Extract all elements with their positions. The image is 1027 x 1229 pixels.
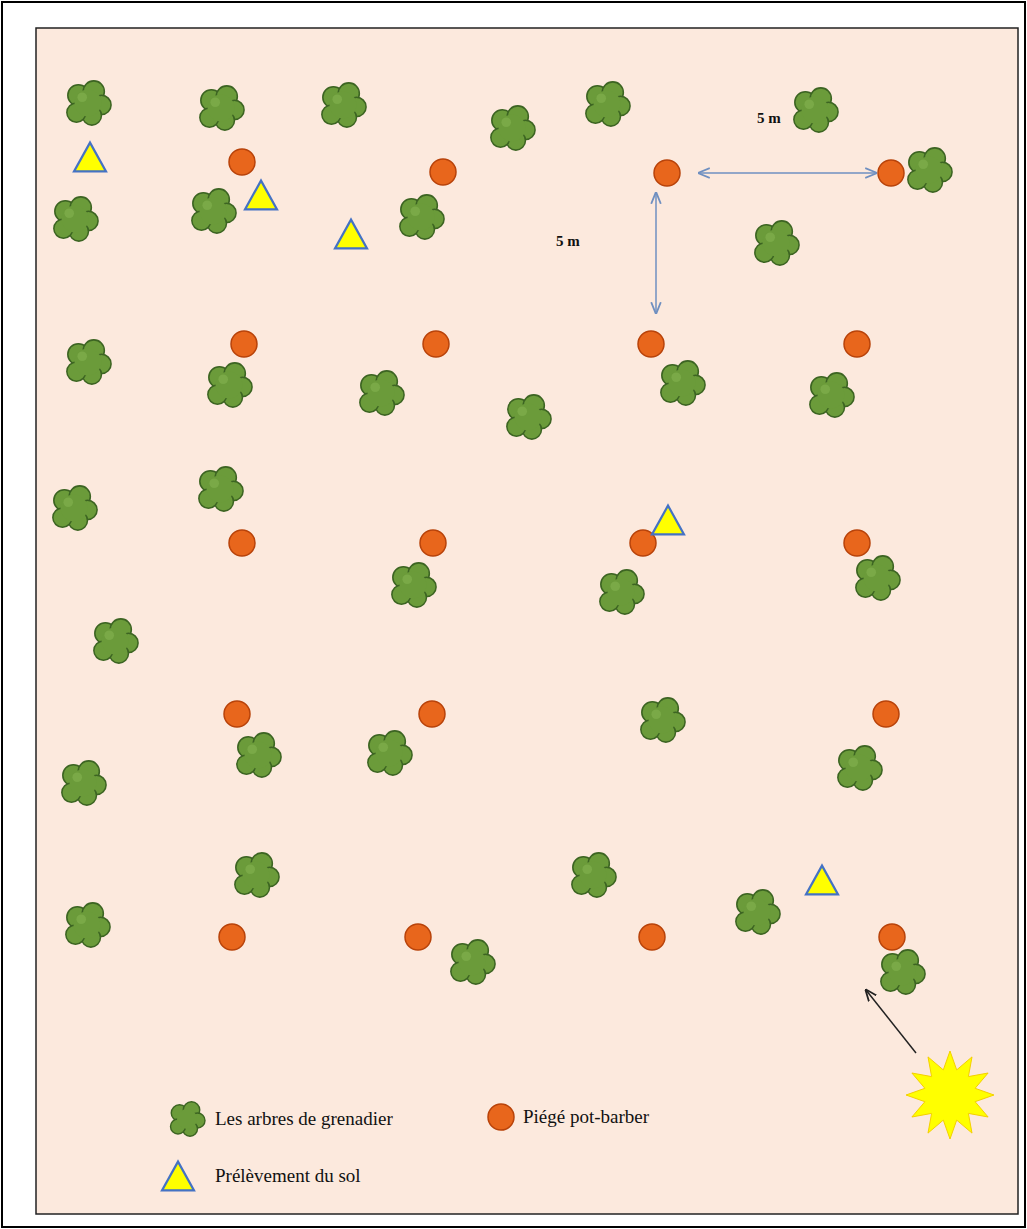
soil-sample-symbol [806, 866, 838, 895]
trap-symbol [638, 331, 664, 357]
trap-symbol [219, 924, 245, 950]
legend-swatch [156, 1154, 200, 1198]
tree-symbol [810, 373, 854, 417]
tree-symbol [66, 903, 110, 947]
trap-symbol [405, 924, 431, 950]
soil-sample-symbol [652, 506, 684, 535]
trap-symbol [844, 331, 870, 357]
soil-sample-symbol [74, 143, 106, 172]
trap-symbol [639, 924, 665, 950]
tree-symbol [507, 395, 551, 439]
tree-symbol [491, 106, 535, 150]
trap-symbol [224, 701, 250, 727]
legend-swatch [479, 1095, 523, 1139]
tree-symbol [572, 853, 616, 897]
dimension-arrow [655, 193, 657, 313]
tree-group [53, 81, 952, 994]
tree-symbol [908, 148, 952, 192]
tree-symbol [94, 619, 138, 663]
tree-symbol [53, 486, 97, 530]
trap-symbol [229, 530, 255, 556]
trap-symbol [879, 924, 905, 950]
dimension-label: 5 m [556, 233, 580, 250]
sun-arrow [866, 990, 916, 1053]
tree-symbol [392, 563, 436, 607]
tree-symbol [192, 189, 236, 233]
legend-text: Prélèvement du sol [215, 1165, 361, 1187]
tree-symbol [67, 340, 111, 384]
tree-symbol [235, 853, 279, 897]
field-ground [36, 28, 1018, 1214]
soil-sample-symbol [162, 1162, 194, 1191]
tree-symbol [237, 733, 281, 777]
tree-symbol [661, 361, 705, 405]
trap-symbol [423, 331, 449, 357]
tree-symbol [856, 556, 900, 600]
dimension-label: 5 m [757, 110, 781, 127]
tree-symbol [199, 467, 243, 511]
tree-symbol [451, 940, 495, 984]
trap-symbol [229, 149, 255, 175]
trap-symbol [430, 159, 456, 185]
tree-symbol [881, 950, 925, 994]
trap-symbol [231, 331, 257, 357]
tree-symbol [67, 81, 111, 125]
trap-symbol [654, 160, 680, 186]
trap-group [219, 149, 905, 950]
tree-symbol [400, 195, 444, 239]
tree-symbol [208, 363, 252, 407]
soil-group [74, 143, 838, 895]
tree-symbol [368, 731, 412, 775]
legend-swatch [165, 1097, 209, 1141]
trap-symbol [420, 530, 446, 556]
legend-text: Les arbres de grenadier [215, 1108, 393, 1130]
tree-symbol [736, 890, 780, 934]
soil-sample-symbol [335, 220, 367, 249]
trap-swatch [488, 1104, 514, 1130]
sun-symbol [906, 1051, 994, 1139]
trap-symbol [419, 701, 445, 727]
tree-symbol [794, 88, 838, 132]
trap-symbol [878, 160, 904, 186]
tree-symbol [641, 698, 685, 742]
tree-symbol [62, 761, 106, 805]
tree-symbol [586, 82, 630, 126]
trap-symbol [873, 701, 899, 727]
tree-symbol [54, 197, 98, 241]
trap-symbol [844, 530, 870, 556]
tree-symbol [600, 570, 644, 614]
dimension-arrow [699, 172, 876, 174]
tree-swatch [171, 1102, 206, 1137]
tree-symbol [838, 746, 882, 790]
tree-symbol [322, 83, 366, 127]
tree-symbol [200, 86, 244, 130]
legend-text: Piégé pot-barber [523, 1106, 649, 1128]
tree-symbol [360, 371, 404, 415]
tree-symbol [755, 221, 799, 265]
soil-sample-symbol [245, 181, 277, 210]
